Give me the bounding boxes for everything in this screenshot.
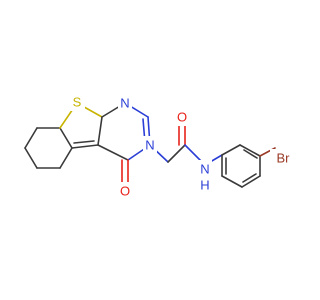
label-bg xyxy=(143,136,157,154)
nitrogen-label: N xyxy=(120,96,129,111)
bond xyxy=(59,147,73,169)
bond xyxy=(97,144,129,161)
oxygen-label: O xyxy=(177,110,187,125)
nitrogen-label: N xyxy=(145,138,154,153)
nitrogen-label: N xyxy=(200,162,209,177)
label-bg xyxy=(118,94,132,112)
bond xyxy=(241,175,261,188)
bond xyxy=(59,127,73,149)
hydrogen-label: H xyxy=(200,178,209,193)
cyclohexane-ring xyxy=(24,127,73,169)
oxygen-label: O xyxy=(120,184,130,199)
label-bg xyxy=(117,182,133,200)
pyrimidinone-ring xyxy=(97,102,151,186)
sulfur-label: S xyxy=(73,95,82,110)
label-bg xyxy=(270,149,296,167)
label-bg xyxy=(198,160,212,178)
bond xyxy=(24,147,38,169)
acetamide-linker xyxy=(149,121,223,166)
bond xyxy=(71,144,99,149)
bond xyxy=(221,175,243,188)
label-bg xyxy=(198,176,212,194)
label-bg xyxy=(69,93,85,111)
bond xyxy=(167,144,186,163)
atom-labels: S N N O O N H Br xyxy=(69,93,296,200)
bond xyxy=(97,116,103,146)
bond xyxy=(239,144,261,157)
bromine-label: Br xyxy=(277,151,291,166)
bond xyxy=(242,173,257,183)
label-bg xyxy=(174,108,190,126)
bond xyxy=(24,127,38,149)
bond xyxy=(243,149,258,159)
bromophenyl-ring xyxy=(221,144,276,188)
bond xyxy=(73,140,95,144)
bond xyxy=(221,144,241,156)
molecule-structure: S N N O O N H Br xyxy=(24,93,296,200)
